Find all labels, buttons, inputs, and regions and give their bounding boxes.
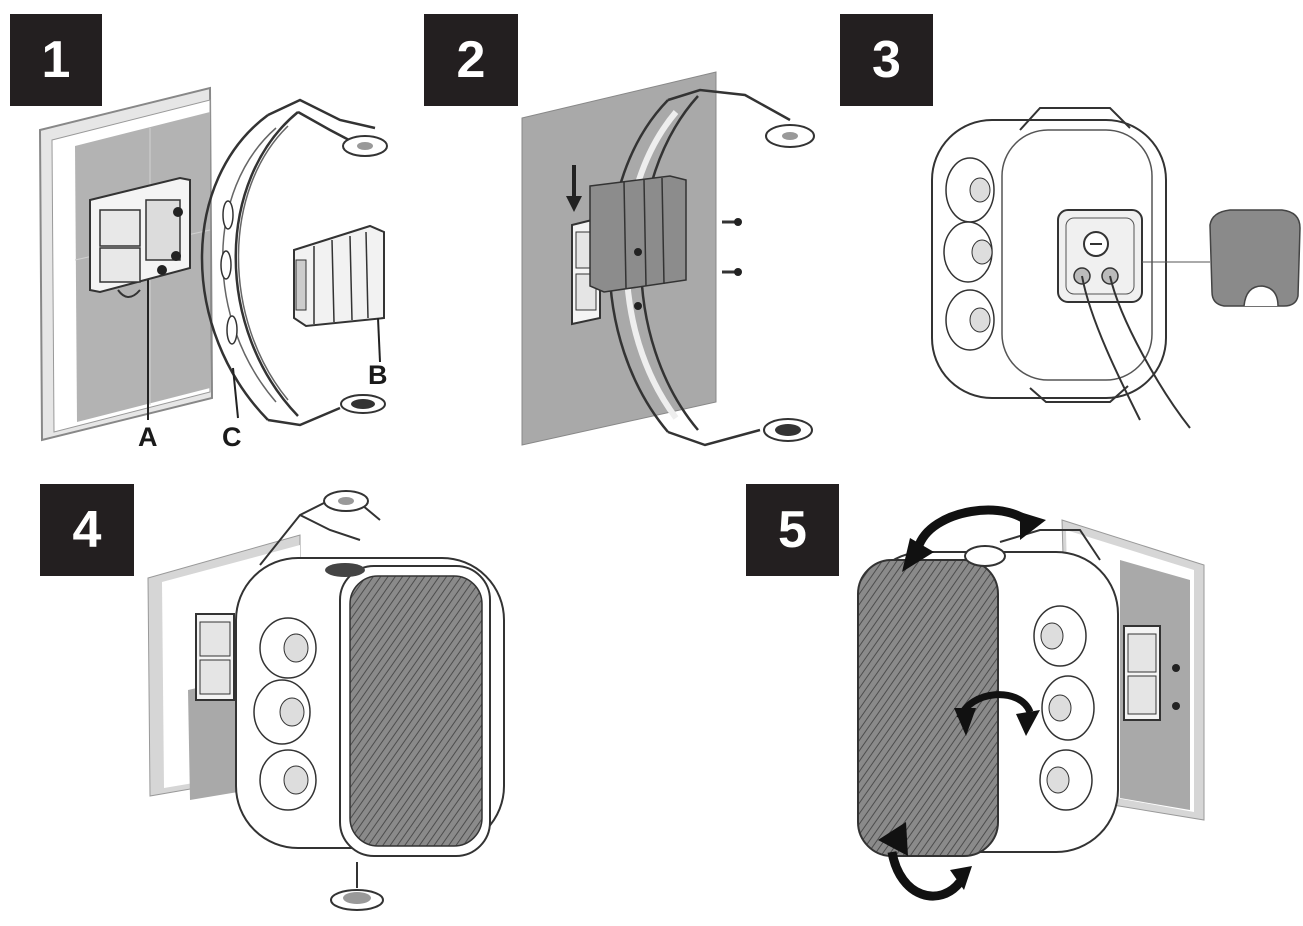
slide-insert	[589, 175, 687, 293]
tilt-arrow-icon	[954, 691, 1040, 736]
step-2-illustration	[521, 71, 815, 447]
step-4-illustration	[147, 490, 505, 911]
step-2-badge: 2	[424, 14, 518, 106]
label-b: B	[368, 360, 388, 390]
label-c: C	[222, 422, 242, 452]
step-5-illustration	[857, 505, 1205, 901]
rotate-arrow-icon	[902, 505, 1046, 572]
wall-bracket-a	[89, 176, 191, 298]
terminal-cover	[1209, 209, 1301, 307]
slide-insert-b	[293, 224, 385, 328]
screw-icon	[634, 218, 742, 310]
step-3-badge: 3	[840, 14, 933, 106]
step-1-illustration: A C B	[38, 86, 388, 452]
rotate-arrow-icon	[878, 822, 972, 901]
mounting-arc-c	[200, 98, 388, 427]
step-5-badge: 5	[746, 484, 839, 576]
speaker-front	[195, 490, 505, 911]
speaker-rear	[931, 107, 1210, 429]
step-1-badge: 1	[10, 14, 102, 106]
step-3-illustration	[931, 107, 1301, 429]
label-a: A	[138, 422, 158, 452]
speaker-angled	[857, 529, 1180, 857]
step-4-badge: 4	[40, 484, 134, 576]
down-arrow-icon	[566, 165, 582, 212]
